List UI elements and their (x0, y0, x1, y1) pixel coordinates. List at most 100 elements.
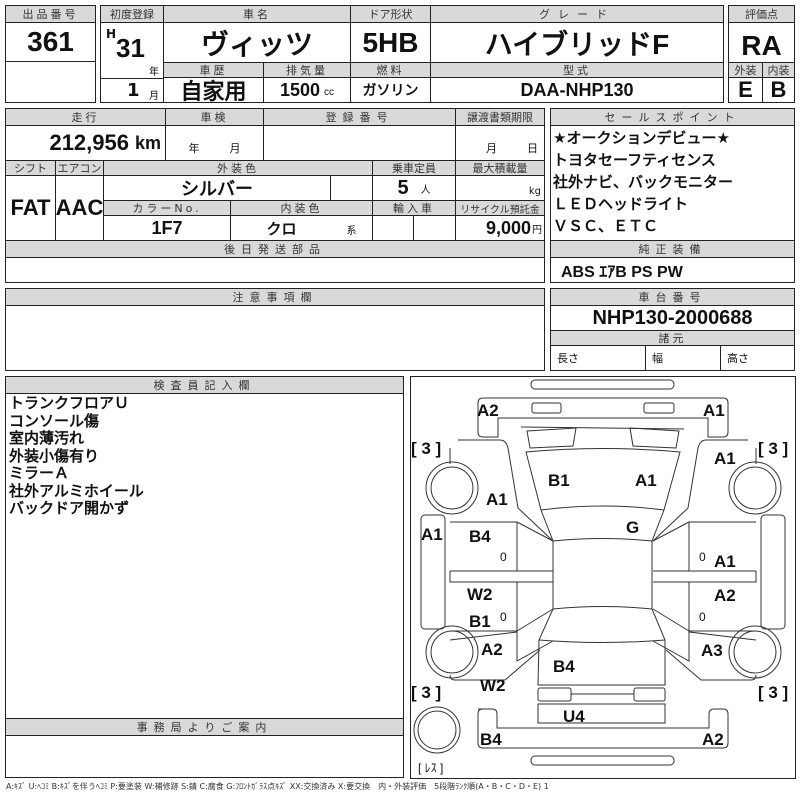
reg-no-label: 登録番号 (263, 108, 456, 126)
caution-label: 注意事項欄 (5, 288, 545, 306)
int-color-unit: 系 (346, 226, 357, 237)
reg-no-value (263, 125, 456, 161)
ac: AAC (55, 175, 104, 241)
recycle-label: リサイクル預託金 (455, 200, 545, 216)
office-label: 事務局よりご案内 (5, 718, 404, 736)
rear-bumper-bar (530, 755, 675, 766)
transfer-label: 譲渡書類期限 (455, 108, 545, 126)
damage-code: A2 (714, 586, 736, 605)
inspector-note: 室内薄汚れ (9, 429, 85, 447)
spec-label: 諸元 (550, 330, 795, 346)
right-side-sill (760, 514, 786, 630)
damage-code: A1 (486, 490, 508, 509)
rear-bumper (477, 708, 729, 749)
spare-tire-label: [ ﾚｽ ] (418, 761, 443, 775)
model-label: 型式 (430, 62, 724, 78)
month-unit: 月 (149, 91, 159, 102)
sales-points-label: セールスポイント (550, 108, 795, 126)
equipment-label: 純正装備 (550, 240, 795, 258)
equipment-value: ABS ｴｱB PS PW (550, 257, 795, 283)
car-name-label: 車名 (163, 5, 351, 23)
width-label: 幅 (645, 345, 721, 371)
color-no-label: カラーNo. (103, 200, 231, 216)
transfer-month-unit: 月 (486, 142, 497, 155)
tire-tread: [ 3 ] (411, 683, 441, 702)
damage-code: G (626, 518, 639, 537)
damage-code: W2 (467, 585, 493, 604)
fuel-label: 燃料 (350, 62, 431, 78)
inspection-month-unit: 月 (229, 142, 241, 155)
transfer-value: 月日 (455, 125, 545, 161)
recycle: 9,000 (485, 217, 531, 238)
car-name: ヴィッツ (163, 22, 351, 63)
score-label: 評価点 (728, 5, 795, 23)
ext-color: シルバー (103, 175, 331, 201)
mileage: 212,956 (49, 130, 129, 155)
reg-year: 31 (116, 33, 145, 63)
roof (552, 541, 653, 610)
sales-points-box (550, 125, 795, 241)
chassis-number: NHP130-2000688 (550, 305, 795, 331)
damage-code: A1 (714, 449, 736, 468)
int-color-cell: クロ 系 (230, 215, 373, 241)
lot-label: 出品番号 (5, 5, 96, 23)
door-mark: 0 (500, 610, 507, 624)
damage-code: A1 (703, 401, 725, 420)
first-reg-cell: H 31 年 1 月 (100, 22, 164, 103)
sales-point: 社外ナビ、バックモニター (553, 173, 734, 191)
max-load-label: 最大積載量 (455, 160, 545, 176)
inspector-label: 検査員記入欄 (5, 376, 404, 394)
int-color-label: 内装色 (230, 200, 373, 216)
front-bumper-bar (530, 379, 675, 390)
transfer-day-unit: 日 (527, 142, 538, 155)
damage-code: A3 (701, 641, 723, 660)
door-label: ドア形状 (350, 5, 431, 23)
damage-code: A2 (702, 730, 724, 749)
inspection-year-unit: 年 (188, 142, 200, 155)
inspector-note: バックドア開かず (9, 499, 130, 517)
damage-code: A1 (714, 552, 736, 571)
import-cell-2 (413, 215, 456, 241)
color-no: 1F7 (103, 215, 231, 241)
chassis-label: 車台番号 (550, 288, 795, 306)
hood (525, 448, 681, 511)
rear-glass (537, 608, 666, 686)
damage-code: A2 (477, 401, 499, 420)
sales-point: トヨタセーフティセンス (553, 151, 716, 169)
sales-point: ★オークションデビュー★ (553, 129, 730, 147)
caution-body (5, 305, 545, 371)
damage-code: W2 (480, 676, 506, 695)
year-unit: 年 (149, 67, 159, 78)
damage-code: A2 (481, 640, 503, 659)
max-load-unit: kg (455, 175, 545, 201)
shift: FAT (5, 175, 56, 241)
import-label: 輸入車 (372, 200, 456, 216)
capacity: 5 (397, 176, 409, 199)
grade-label: グレード (430, 5, 724, 23)
int-color: クロ (266, 219, 297, 238)
capacity-unit: 人 (420, 185, 431, 196)
office-body (5, 735, 404, 778)
reg-month: 1 (127, 80, 140, 101)
tire-tread: [ 3 ] (411, 439, 441, 458)
later-parts-value (5, 257, 545, 283)
model: DAA-NHP130 (430, 77, 724, 103)
sales-point: ＬＥＤヘッドライト (553, 195, 689, 213)
wheel-icons (413, 461, 782, 754)
damage-code: B4 (480, 730, 502, 749)
history: 自家用 (163, 77, 264, 103)
later-parts-label: 後日発送部品 (5, 240, 545, 258)
grade: ハイブリッドF (430, 22, 724, 63)
inspection-label: 車検 (165, 108, 264, 126)
length-label: 長さ (550, 345, 646, 371)
tire-tread: [ 3 ] (758, 439, 788, 458)
sales-point: ＶＳＣ、ＥＴＣ (553, 217, 659, 235)
exterior-label: 外装 (728, 62, 763, 78)
interior-label: 内装 (762, 62, 795, 78)
inspection-value: 年月 (165, 125, 264, 161)
tire-tread: [ 3 ] (758, 683, 788, 702)
height-label: 高さ (720, 345, 795, 371)
